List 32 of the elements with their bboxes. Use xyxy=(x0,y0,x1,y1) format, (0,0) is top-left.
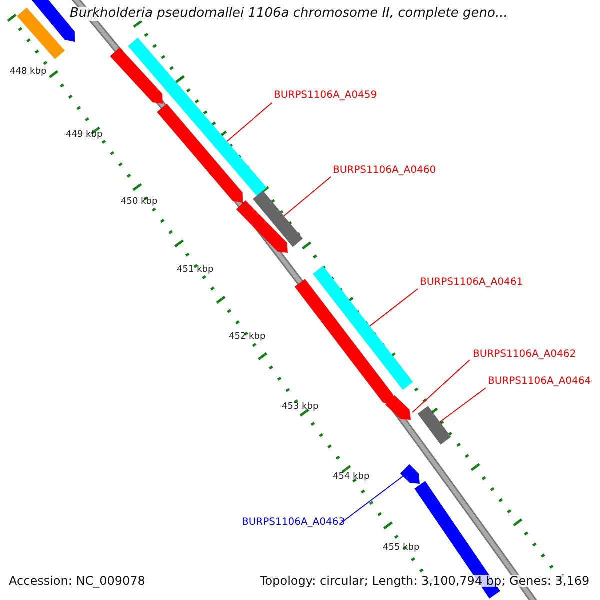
gene-label: BURPS1106A_A0464 xyxy=(488,376,592,388)
leader-line xyxy=(284,176,332,217)
leader-line xyxy=(226,102,272,142)
scale-label: 455 kbp xyxy=(383,543,420,553)
gene-feature xyxy=(128,38,267,196)
leader-line xyxy=(440,388,486,423)
leader-line xyxy=(412,360,470,413)
scale-label: 448 kbp xyxy=(10,67,47,77)
gene-label: BURPS1106A_A0461 xyxy=(420,277,524,289)
gene-label: BURPS1106A_A0462 xyxy=(473,349,576,361)
gene-feature xyxy=(110,48,163,104)
gene-label: BURPS1106A_A0463 xyxy=(242,517,346,529)
leader-line xyxy=(369,288,418,327)
gene-feature xyxy=(386,395,411,420)
gene-feature xyxy=(236,200,288,253)
scale-label: 453 kbp xyxy=(282,402,319,412)
scale-label: 449 kbp xyxy=(66,130,103,140)
gene-feature xyxy=(418,406,452,445)
summary-text: Topology: circular; Length: 3,100,794 bp; Genes: 3,169 xyxy=(260,575,590,587)
gene-label: BURPS1106A_A0459 xyxy=(274,90,378,102)
scale-label: 454 kbp xyxy=(333,472,370,482)
gene-feature xyxy=(157,104,243,203)
leader-line xyxy=(340,476,404,524)
accession-text: Accession: NC_009078 xyxy=(9,575,146,587)
gene-feature xyxy=(312,266,414,390)
scale-label: 452 kbp xyxy=(229,332,266,342)
gene-label: BURPS1106A_A0460 xyxy=(333,165,436,177)
gene-feature xyxy=(400,464,420,484)
gene-feature xyxy=(17,8,65,60)
gene-feature xyxy=(253,190,303,248)
scale-label: 451 kbp xyxy=(177,265,214,275)
scale-label: 450 kbp xyxy=(121,197,158,207)
